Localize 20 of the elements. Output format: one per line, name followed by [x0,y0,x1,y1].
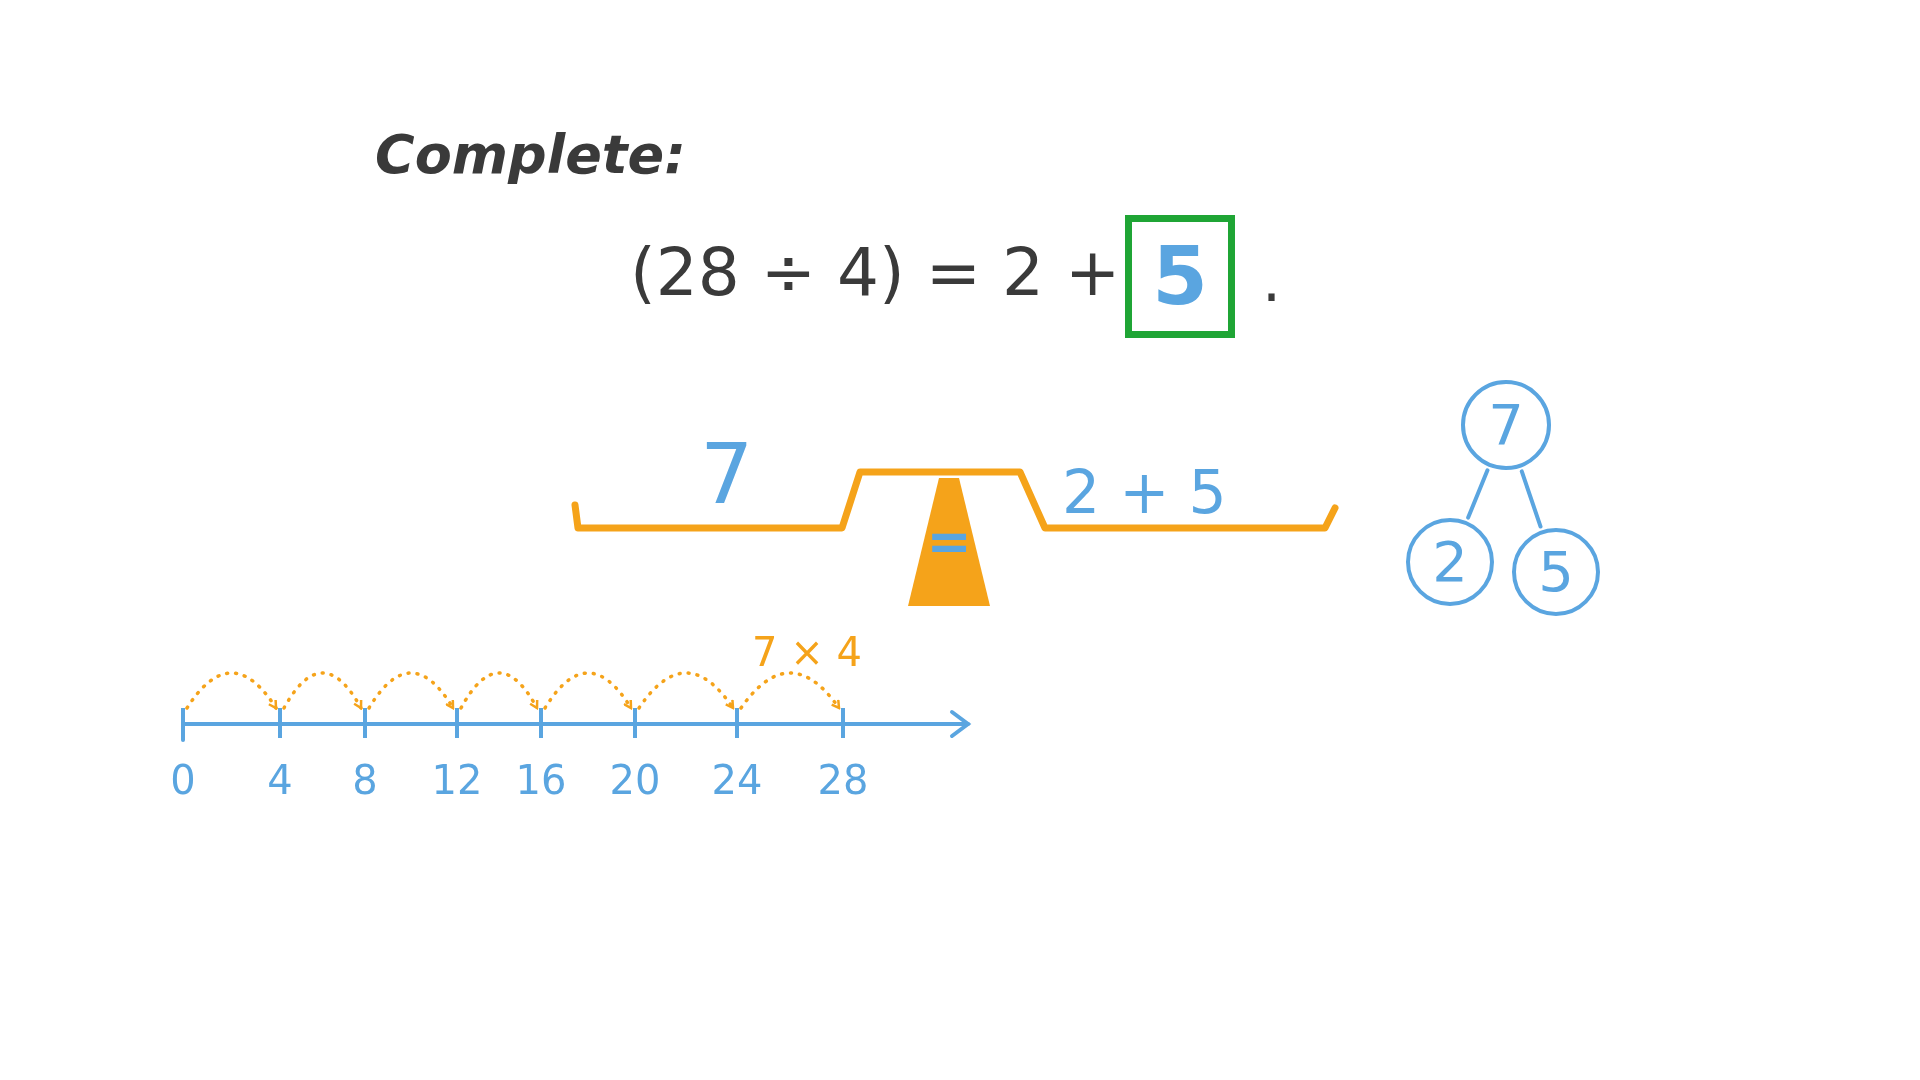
hop-arrow [739,671,841,710]
answer-box: 5 [1125,215,1235,338]
balance-fulcrum: = [908,478,990,606]
hop-arrow [367,671,455,710]
connector-line [1466,468,1490,520]
hop-expression: 7 × 4 [752,632,862,672]
number-bond-circle: 2 [1406,518,1494,606]
hop-arrow [185,671,278,710]
connector-line [1519,469,1543,529]
balance-side-value: 7 [700,432,754,516]
hop-arrow [637,671,735,710]
hop-arrow [543,671,633,710]
number-bond-circle: 7 [1461,380,1551,470]
hop-arrow [459,671,539,710]
period-mark: . [1262,250,1282,310]
number-bond-circle: 5 [1512,528,1600,616]
hop-arrow [282,671,363,710]
heading: Complete: [375,128,686,182]
balance-side-expression: 2 + 5 [1062,462,1227,522]
equation-text: (28 ÷ 4) = 2 + [630,240,1121,306]
